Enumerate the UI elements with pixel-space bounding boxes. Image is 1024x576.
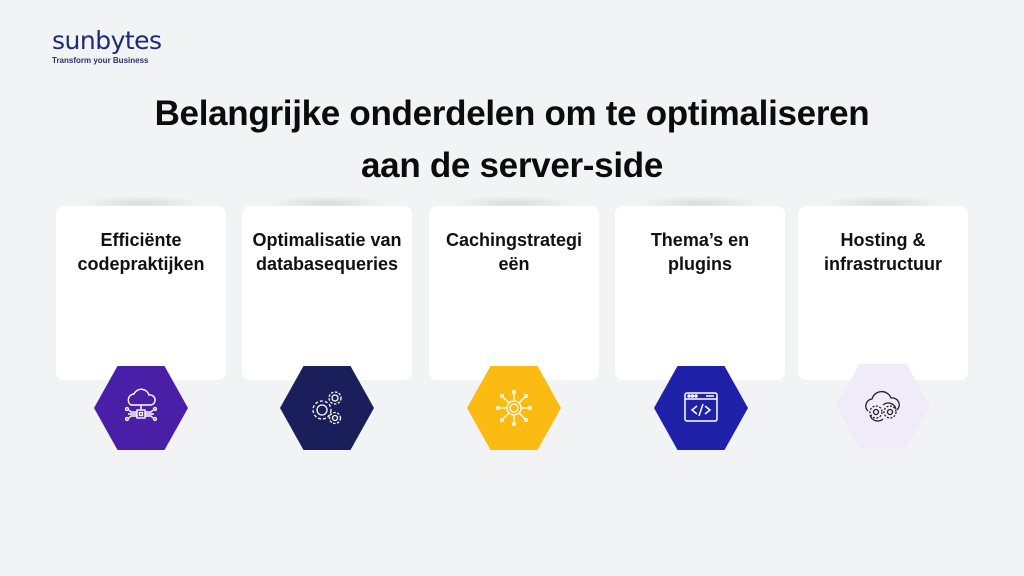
title-line-1: Belangrijke onderdelen om te optimaliser…	[154, 94, 870, 133]
card-label: Efficiënte codepraktijken	[77, 230, 205, 274]
card-themes-plugins: Thema’s en plugins	[615, 196, 785, 380]
page-title: Belangrijke onderdelen om te optimaliser…	[0, 88, 1024, 192]
card-label: Cachingstrategieën	[445, 230, 583, 274]
brand-name: sunbytes	[52, 26, 162, 55]
brand-tagline: Transform your Business	[52, 56, 149, 65]
card-label: Optimalisatie van databasequeries	[252, 230, 402, 274]
title-line-2: aan de server-side	[361, 146, 663, 185]
card-hosting-infrastructure: Hosting & infrastructuur	[798, 196, 968, 380]
cloud-gears-icon	[836, 364, 930, 448]
brand-logo: sunbytes Transform your Business	[52, 26, 162, 66]
card-efficient-code: Efficiënte codepraktijken	[56, 196, 226, 380]
card-label: Hosting & infrastructuur	[823, 230, 942, 274]
card-database-queries: Optimalisatie van databasequeries	[242, 196, 412, 380]
card-label: Thema’s en plugins	[650, 230, 750, 274]
code-window-icon	[654, 366, 748, 450]
card-caching-strategies: Cachingstrategieën	[429, 196, 599, 380]
